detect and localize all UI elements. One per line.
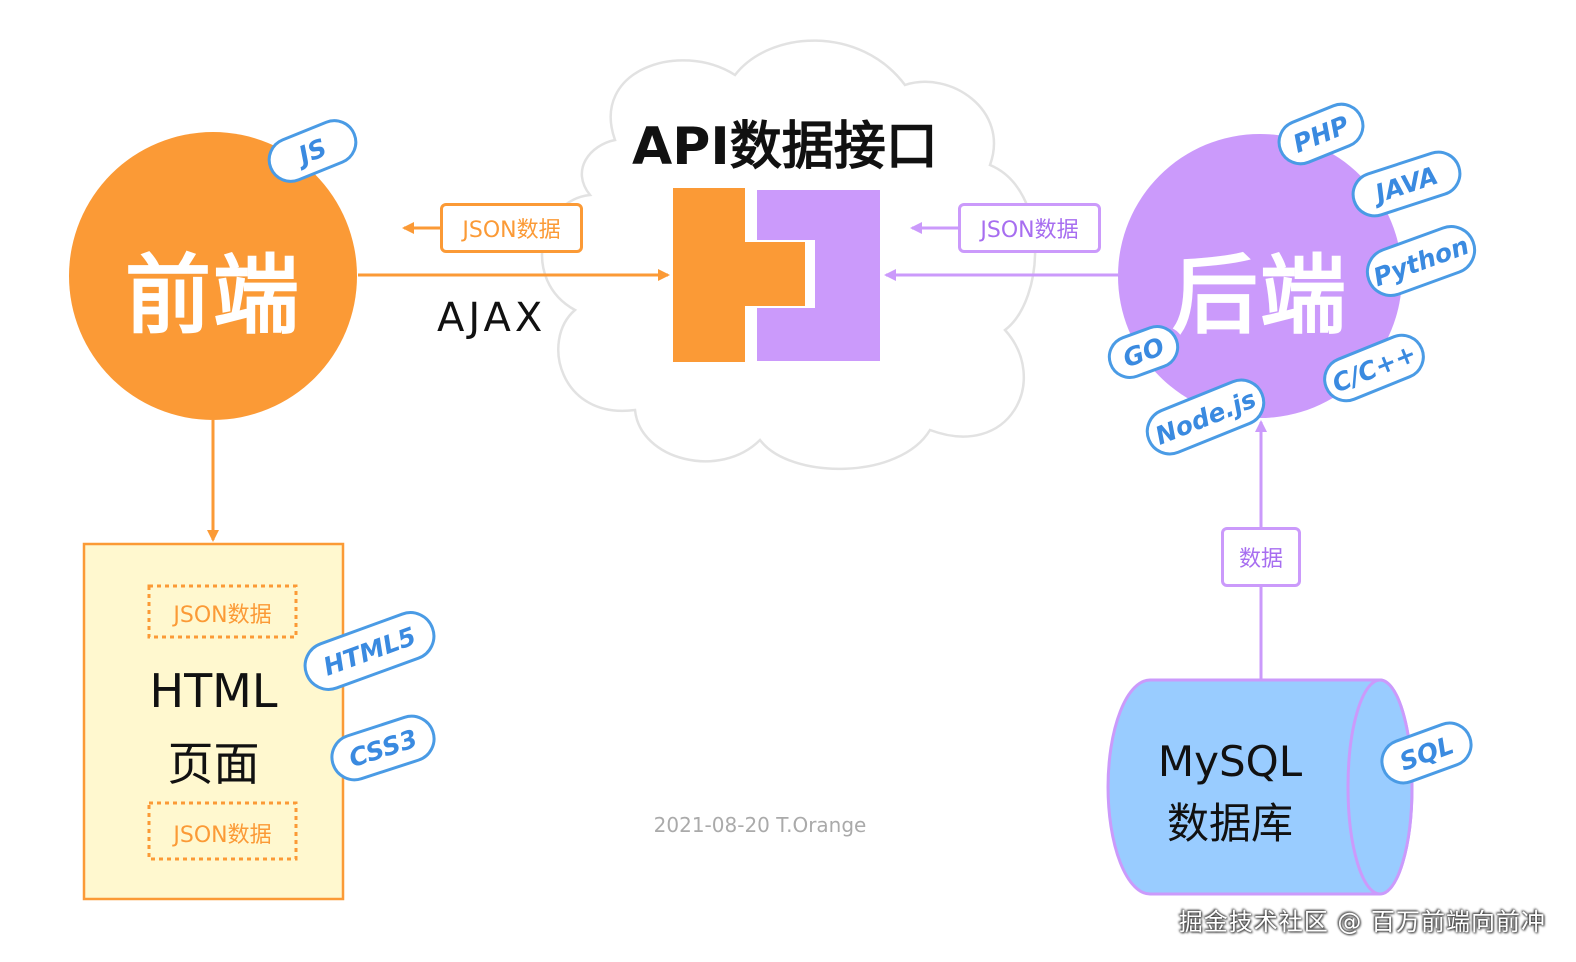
frontend-label: 前端 — [125, 246, 301, 346]
ajax-label: AJAX — [437, 295, 547, 341]
right-json-tag: JSON数据 — [958, 203, 1101, 253]
database-cylinder-end — [1346, 678, 1414, 896]
date-caption: 2021-08-20 T.Orange — [653, 813, 867, 837]
html-page-box — [82, 542, 345, 901]
left-json-tag: JSON数据 — [440, 203, 583, 253]
connector-orange-block — [673, 188, 805, 362]
watermark: 掘金技术社区 @ 百万前端向前冲 — [1178, 908, 1546, 936]
page-json-bottom: JSON数据 — [173, 823, 272, 848]
connector-purple-block — [757, 190, 880, 361]
page-title-line2: 页面 — [167, 737, 260, 791]
backend-circle — [1118, 134, 1402, 418]
db-label-line1: MySQL — [1157, 737, 1303, 786]
page-title-line1: HTML — [149, 664, 278, 718]
backend-label: 后端 — [1172, 246, 1348, 346]
db-label-line2: 数据库 — [1166, 799, 1293, 848]
data-tag: 数据 — [1221, 527, 1301, 587]
api-title: API数据接口 — [632, 117, 938, 177]
page-json-top-box — [147, 584, 298, 639]
page-json-bottom-box — [147, 801, 298, 861]
frontend-circle — [69, 132, 357, 420]
page-json-top: JSON数据 — [173, 603, 272, 628]
